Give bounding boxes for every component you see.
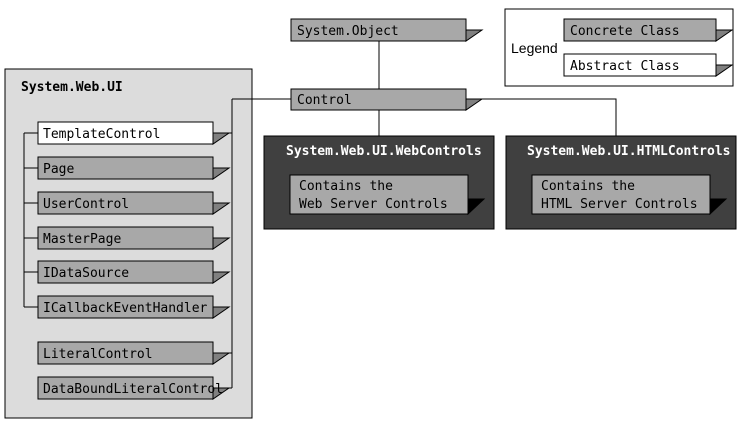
htmlcontrols-title: System.Web.UI.HTMLControls [527, 144, 731, 159]
class-box-icallback-event-handler: ICallbackEventHandler [37, 295, 231, 319]
legend-abstract-box: Abstract Class [563, 53, 734, 77]
webcontrols-desc-line2: Web Server Controls [299, 197, 448, 212]
class-box-corner [212, 202, 231, 215]
class-label-icallback-event-handler: ICallbackEventHandler [43, 301, 208, 316]
legend-abstract-label: Abstract Class [570, 59, 680, 74]
class-label-user-control: UserControl [43, 197, 129, 212]
legend-concrete-corner [715, 29, 734, 42]
class-box-literal-control: LiteralControl [37, 341, 231, 365]
class-box-master-page: MasterPage [37, 226, 231, 250]
class-label-control: Control [297, 93, 352, 108]
htmlcontrols-desc-line2: HTML Server Controls [541, 197, 698, 212]
class-label-idata-source: IDataSource [43, 266, 129, 281]
webcontrols-desc-corner [467, 198, 486, 216]
class-box-corner [212, 167, 231, 180]
legend-title: Legend [511, 40, 558, 56]
htmlcontrols-desc-corner [709, 198, 728, 216]
webcontrols-title: System.Web.UI.WebControls [286, 144, 482, 159]
connector-control-htmlcontrols [466, 98, 617, 136]
class-box-control: Control [290, 88, 484, 111]
htmlcontrols-desc-box [531, 174, 711, 215]
class-box-corner [465, 98, 484, 111]
class-box-idata-source: IDataSource [37, 260, 231, 284]
webcontrols-desc-box [289, 174, 469, 215]
class-label-template-control: TemplateControl [43, 127, 160, 142]
class-label-data-bound-literal-control: DataBoundLiteralControl [43, 382, 223, 397]
class-box-template-control: TemplateControl [37, 121, 231, 145]
class-label-master-page: MasterPage [43, 232, 121, 247]
class-box-corner [212, 237, 231, 250]
class-label-page: Page [43, 162, 74, 177]
class-label-literal-control: LiteralControl [43, 347, 153, 362]
namespace-htmlcontrols: System.Web.UI.HTMLControls Contains the … [505, 135, 737, 230]
class-box-corner [212, 306, 231, 319]
legend-concrete-label: Concrete Class [570, 24, 680, 39]
htmlcontrols-desc-line1: Contains the [541, 179, 635, 194]
legend: Legend Concrete Class Abstract Class [504, 8, 734, 87]
class-box-corner [212, 352, 231, 365]
class-box-corner [465, 29, 484, 42]
class-label-system-object: System.Object [297, 24, 399, 39]
webui-class-list: TemplateControlPageUserControlMasterPage… [37, 121, 231, 400]
webcontrols-desc-line1: Contains the [299, 179, 393, 194]
legend-concrete-box: Concrete Class [563, 18, 734, 42]
class-box-user-control: UserControl [37, 191, 231, 215]
namespace-title-system-web-ui: System.Web.UI [21, 80, 123, 95]
class-box-corner [212, 387, 231, 400]
class-box-corner [212, 271, 231, 284]
class-box-page: Page [37, 156, 231, 180]
legend-abstract-corner [715, 64, 734, 77]
class-box-data-bound-literal-control: DataBoundLiteralControl [37, 376, 231, 400]
class-box-system-object: System.Object [290, 18, 484, 42]
class-box-corner [212, 132, 231, 145]
namespace-webcontrols: System.Web.UI.WebControls Contains the W… [263, 135, 495, 230]
